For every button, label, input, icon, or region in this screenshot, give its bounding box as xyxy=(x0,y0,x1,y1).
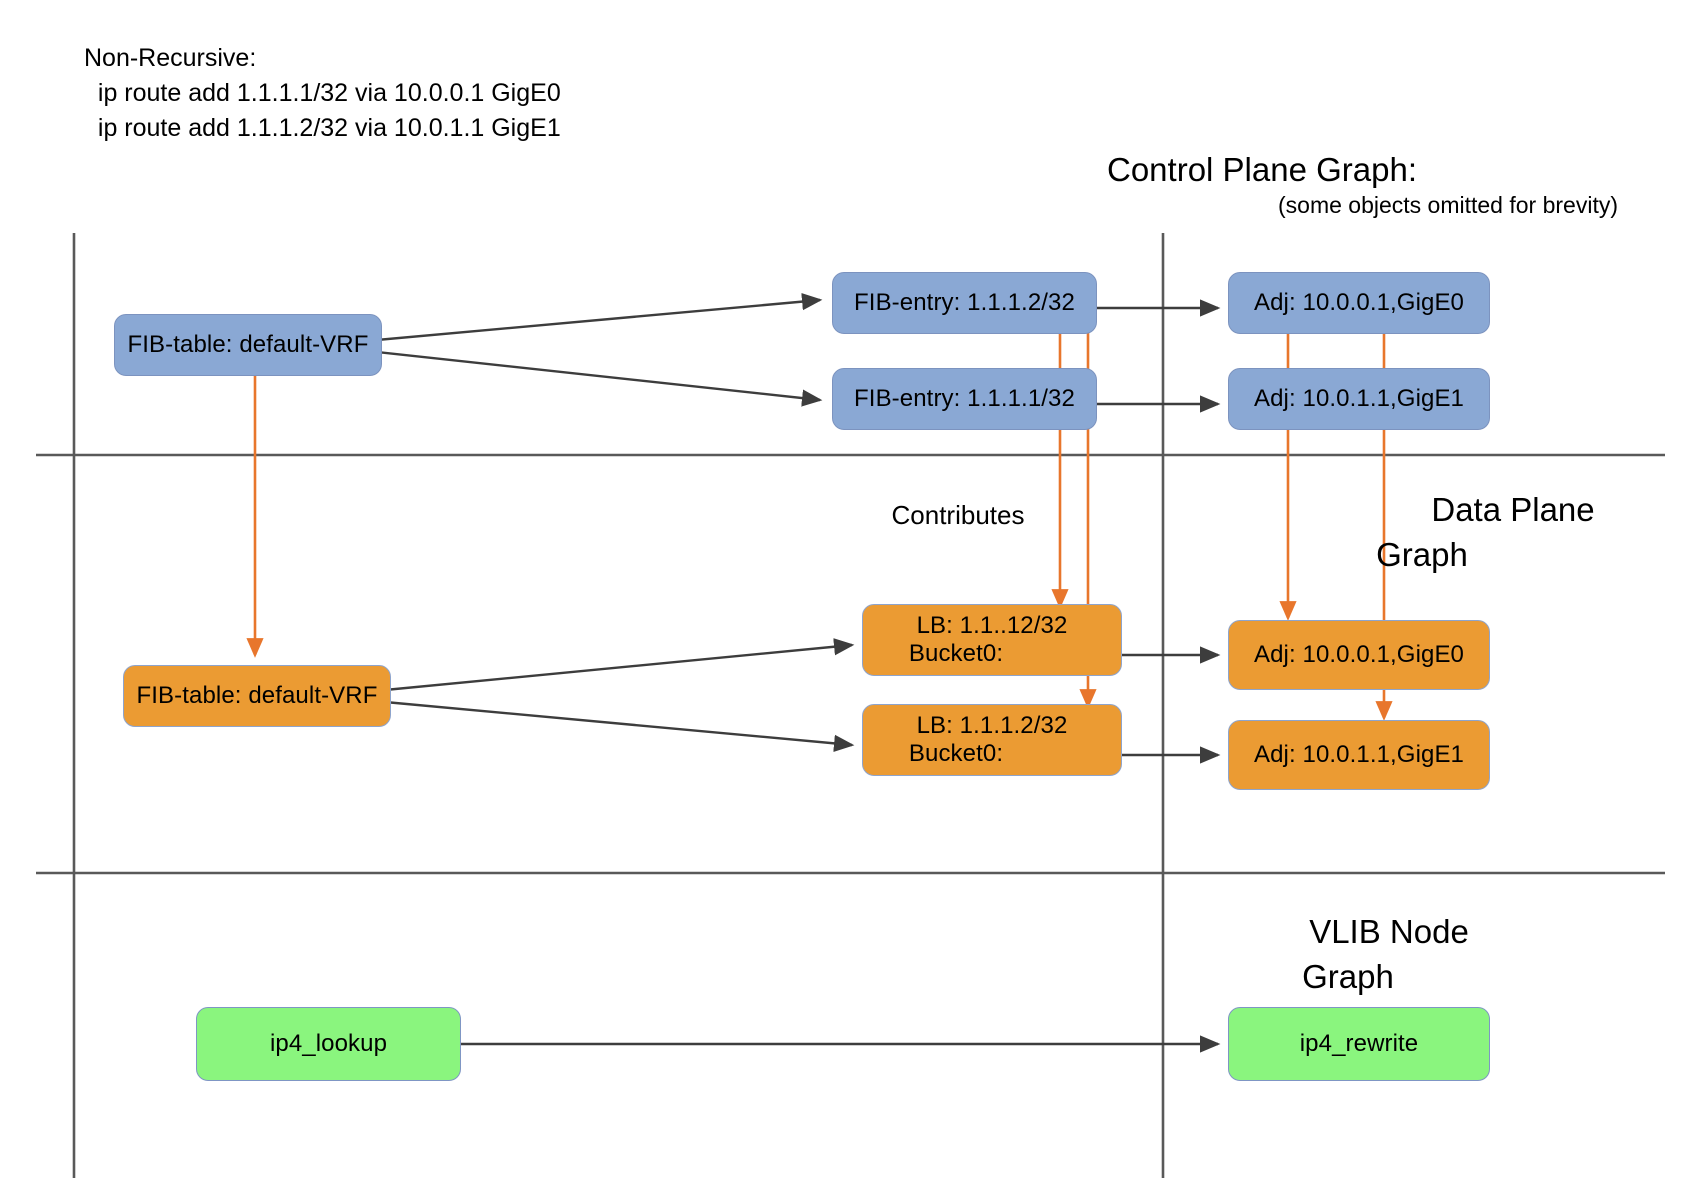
node-dp-lb-1[interactable]: LB: 1.1.1.2/32 Bucket0: xyxy=(862,704,1122,776)
node-cp-fib-entry-1111[interactable]: FIB-entry: 1.1.1.1/32 xyxy=(832,368,1097,430)
node-vlib-ip4-lookup[interactable]: ip4_lookup xyxy=(196,1007,461,1081)
node-cp-fib-table[interactable]: FIB-table: default-VRF xyxy=(114,314,382,376)
control-plane-title: Control Plane Graph: xyxy=(1106,151,1418,188)
node-cp-fib-entry-1112[interactable]: FIB-entry: 1.1.1.2/32 xyxy=(832,272,1097,334)
node-label: Adj: 10.0.0.1,GigE0 xyxy=(1253,641,1465,669)
header-line-3: ip route add 1.1.1.2/32 via 10.0.1.1 Gig… xyxy=(84,114,561,142)
node-label: Adj: 10.0.1.1,GigE1 xyxy=(1253,741,1465,769)
data-plane-title-line1: Data Plane xyxy=(1431,491,1595,528)
node-dp-fib-table[interactable]: FIB-table: default-VRF xyxy=(123,665,391,727)
data-plane-title-line2: Graph xyxy=(1376,536,1468,573)
node-dp-adj-10001-gige0[interactable]: Adj: 10.0.0.1,GigE0 xyxy=(1228,620,1490,690)
node-label: Adj: 10.0.1.1,GigE1 xyxy=(1253,385,1465,413)
node-vlib-ip4-rewrite[interactable]: ip4_rewrite xyxy=(1228,1007,1490,1081)
node-label: Adj: 10.0.0.1,GigE0 xyxy=(1253,289,1465,317)
node-label: FIB-entry: 1.1.1.1/32 xyxy=(854,385,1075,413)
node-label: FIB-entry: 1.1.1.2/32 xyxy=(854,289,1075,317)
header-line-2: ip route add 1.1.1.1/32 via 10.0.0.1 Gig… xyxy=(84,79,561,107)
node-label-line2: Bucket0: xyxy=(908,640,1004,667)
control-plane-subtitle: (some objects omitted for brevity) xyxy=(1277,192,1619,218)
node-dp-adj-10011-gige1[interactable]: Adj: 10.0.1.1,GigE1 xyxy=(1228,720,1490,790)
contributes-label: Contributes xyxy=(891,500,1025,530)
node-label-line1: LB: 1.1..12/32 xyxy=(916,612,1068,640)
node-cp-adj-10001-gige0[interactable]: Adj: 10.0.0.1,GigE0 xyxy=(1228,272,1490,334)
vlib-title-line2: Graph xyxy=(1302,958,1394,995)
node-label-line1: LB: 1.1.1.2/32 xyxy=(916,712,1068,740)
node-label-line2: Bucket0: xyxy=(908,740,1004,767)
node-label: ip4_rewrite xyxy=(1299,1030,1419,1058)
node-label: ip4_lookup xyxy=(269,1030,388,1058)
node-label: FIB-table: default-VRF xyxy=(136,682,378,710)
node-label: FIB-table: default-VRF xyxy=(127,331,369,359)
node-dp-lb-0[interactable]: LB: 1.1..12/32 Bucket0: xyxy=(862,604,1122,676)
node-cp-adj-10011-gige1[interactable]: Adj: 10.0.1.1,GigE1 xyxy=(1228,368,1490,430)
contributes-edges xyxy=(246,330,1393,721)
header-line-1: Non-Recursive: xyxy=(84,44,257,72)
vlib-title-line1: VLIB Node xyxy=(1309,913,1469,950)
